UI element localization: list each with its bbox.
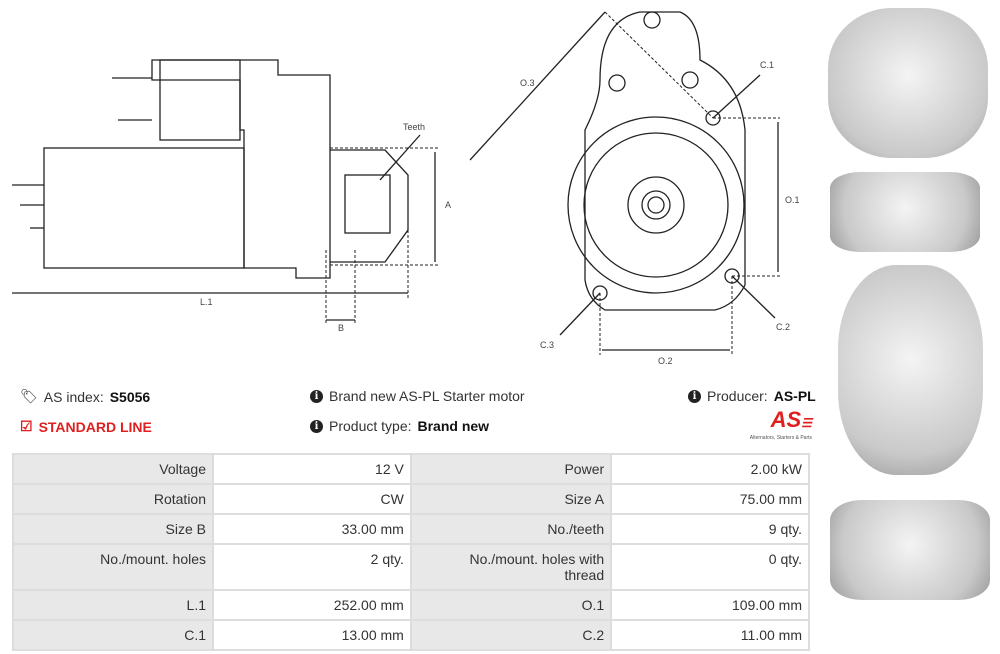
spec-label: Size B: [11, 513, 215, 545]
product-photo-side: [830, 172, 980, 252]
product-photo-angle: [830, 500, 990, 600]
label-teeth: Teeth: [403, 122, 426, 132]
spec-value: 0 qty.: [610, 543, 810, 591]
label-a: A: [445, 200, 452, 210]
info-icon: i: [310, 389, 323, 403]
spec-label: No./mount. holes with thread: [409, 543, 613, 591]
spec-value: 2.00 kW: [610, 453, 810, 485]
spec-value: 13.00 mm: [212, 619, 412, 651]
label-o3: O.3: [520, 78, 535, 88]
label-o2: O.2: [658, 356, 673, 366]
product-photo-front: [828, 8, 988, 158]
spec-label: Power: [409, 453, 613, 485]
spec-value: 11.00 mm: [610, 619, 810, 651]
spec-label: No./mount. holes: [11, 543, 215, 591]
spec-value: 9 qty.: [610, 513, 810, 545]
spec-value: 109.00 mm: [610, 589, 810, 621]
spec-label: Voltage: [11, 453, 215, 485]
label-c3: C.3: [540, 340, 555, 350]
spec-value: 252.00 mm: [212, 589, 412, 621]
spec-label: C.1: [11, 619, 215, 651]
label-c2: C.2: [776, 322, 791, 332]
label-o1: O.1: [785, 195, 800, 205]
tag-icon: 🏷: [20, 388, 38, 404]
spec-label: C.2: [409, 619, 613, 651]
spec-value: 12 V: [212, 453, 412, 485]
dimension-diagram: [12, 11, 780, 355]
product-photo-rear: [838, 265, 983, 475]
label-b: B: [338, 323, 345, 333]
checkbox-icon: ☑: [20, 418, 33, 434]
spec-value: 75.00 mm: [610, 483, 810, 515]
info-icon: i: [310, 419, 323, 433]
label-l1: L.1: [200, 297, 213, 307]
label-c1: C.1: [760, 60, 775, 70]
spec-value: CW: [212, 483, 412, 515]
spec-label: L.1: [11, 589, 215, 621]
as-pl-logo: AS☰ Alternators, Starters & Parts: [749, 407, 812, 442]
spec-label: Size A: [409, 483, 613, 515]
info-icon: i: [688, 389, 701, 403]
spec-label: O.1: [409, 589, 613, 621]
as-index: 🏷AS index:S5056: [20, 388, 151, 405]
spec-label: No./teeth: [409, 513, 613, 545]
spec-value: 33.00 mm: [212, 513, 412, 545]
spec-value: 2 qty.: [212, 543, 412, 591]
spec-label: Rotation: [11, 483, 215, 515]
standard-line: ☑STANDARD LINE: [20, 418, 152, 435]
